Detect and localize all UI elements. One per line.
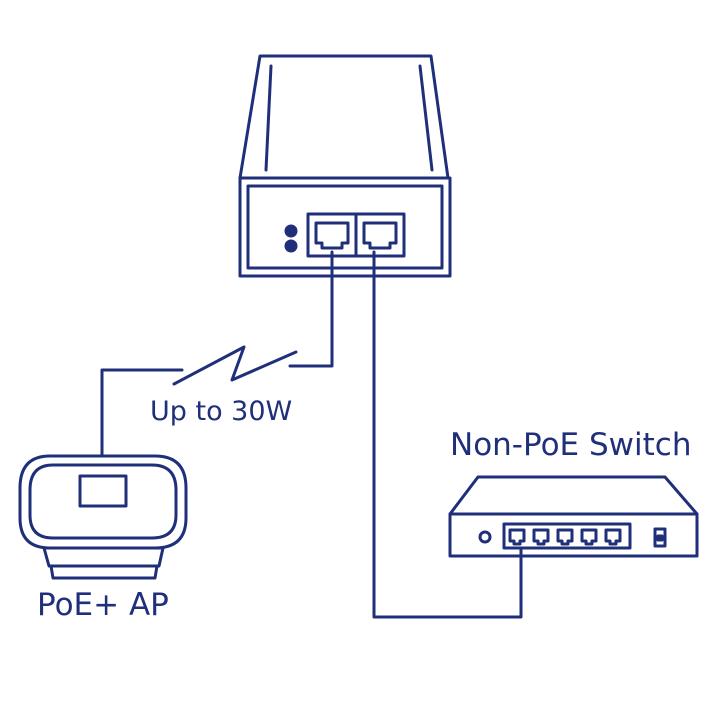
data-cable <box>372 250 523 619</box>
lightning-bolt-icon <box>172 345 298 386</box>
injector-data-in-port <box>306 212 358 258</box>
switch-label: Non-PoE Switch <box>450 427 692 463</box>
access-point-icon <box>18 454 188 580</box>
network-switch-icon <box>448 475 699 558</box>
power-label: Up to 30W <box>150 396 293 427</box>
ap-label: PoE+ AP <box>37 587 169 623</box>
poe-cable <box>100 250 334 458</box>
injector-poe-out-port <box>354 212 406 258</box>
poe-injector-icon <box>238 54 452 278</box>
